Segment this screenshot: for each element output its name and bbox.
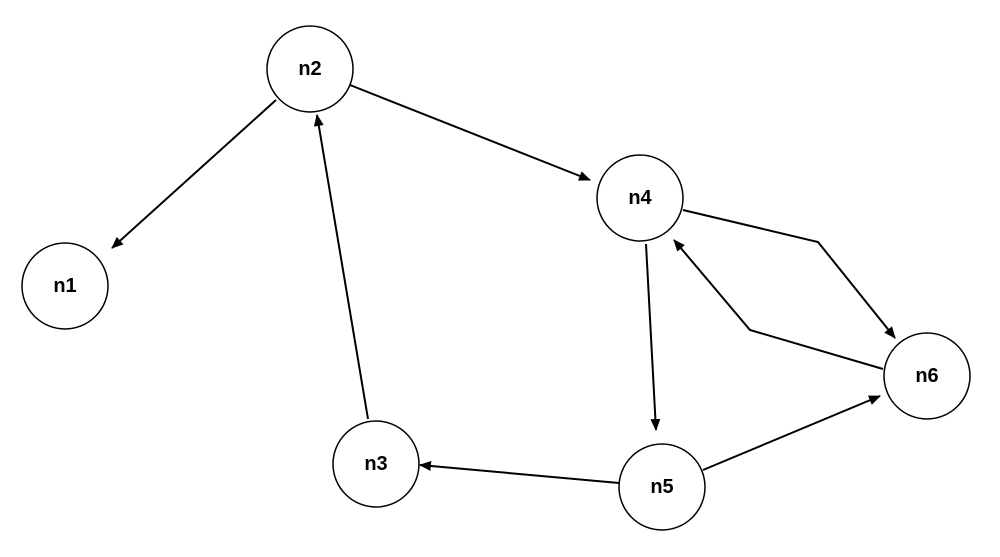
node-n5-label: n5 [650, 476, 673, 498]
node-n2-label: n2 [298, 58, 321, 80]
node-n4: n4 [596, 154, 684, 242]
node-n2-circle [266, 25, 354, 113]
node-n3: n3 [332, 420, 420, 508]
node-n4-circle [596, 154, 684, 242]
node-n1: n1 [21, 242, 109, 330]
edge-n4-n5 [645, 243, 661, 431]
node-n6: n6 [883, 332, 971, 420]
node-n4-label: n4 [628, 187, 652, 209]
edges-layer [111, 84, 896, 484]
node-n5: n5 [618, 443, 706, 531]
node-n1-circle [21, 242, 109, 330]
edge-n4-n6 [682, 209, 896, 339]
edge-n5-n6 [702, 395, 881, 471]
node-n6-circle [883, 332, 971, 420]
edge-n2-n4 [349, 84, 591, 181]
nodes-layer: n1 n2 n3 n4 n5 n6 [21, 25, 971, 531]
edge-n5-n3 [419, 461, 620, 484]
node-n3-label: n3 [364, 453, 387, 475]
node-n1-label: n1 [53, 275, 76, 297]
node-n5-circle [618, 443, 706, 531]
node-n6-label: n6 [915, 365, 938, 387]
edge-n2-n1 [111, 99, 277, 249]
node-n3-circle [332, 420, 420, 508]
node-n2: n2 [266, 25, 354, 113]
edge-n3-n2 [313, 114, 369, 420]
edge-n6-n4 [673, 239, 884, 370]
